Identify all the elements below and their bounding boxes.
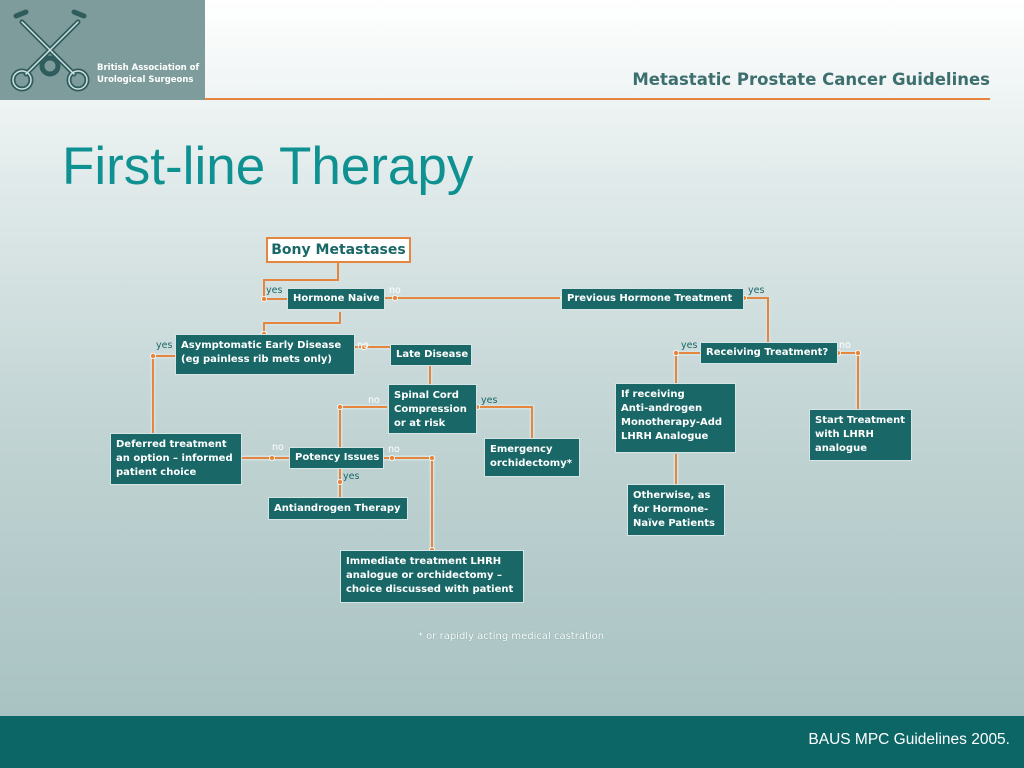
label-yes-hormone-naive: yes <box>266 285 283 296</box>
node-hormone-naive: Hormone Naive <box>287 288 385 310</box>
node-otherwise-line3: Naïve Patients <box>633 518 715 529</box>
footer-band: BAUS MPC Guidelines 2005. <box>0 716 1024 768</box>
crossed-keys-icon <box>10 9 90 92</box>
node-emergency-orchidectomy: Emergency orchidectomy* <box>484 438 580 477</box>
node-start-line3: analogue <box>815 443 867 454</box>
org-name-line2: Urological Surgeons <box>97 75 194 85</box>
label-no-potency: no <box>388 444 400 455</box>
label-no-receiving: no <box>839 340 851 351</box>
node-immediate-line1: Immediate treatment LHRH <box>346 556 502 567</box>
connector-naive-asymptomatic <box>263 312 341 334</box>
label-yes-previous-hormone: yes <box>748 285 765 296</box>
org-name-line1: British Association of <box>97 63 200 73</box>
node-if-receiving-anti-androgen: If receiving Anti-androgen Monotherapy-A… <box>615 383 736 453</box>
node-if-receiving-line2: Anti-androgen <box>621 403 703 414</box>
header-divider <box>205 98 990 100</box>
connector-node <box>268 454 275 461</box>
node-spinal-cord-compression: Spinal Cord Compression or at risk <box>388 384 477 434</box>
node-if-receiving-line4: LHRH Analogue <box>621 431 709 442</box>
label-no-hormone-naive: no <box>389 285 401 296</box>
node-asymptomatic-line1: Asymptomatic Early Disease <box>181 340 342 351</box>
label-no-asymptomatic: no <box>357 340 369 351</box>
connector-node <box>149 352 156 359</box>
node-previous-hormone-text: Previous Hormone Treatment <box>567 293 733 304</box>
label-yes-spinal: yes <box>481 395 498 406</box>
connector-node <box>336 478 343 485</box>
node-if-receiving-line3: Monotherapy-Add <box>621 417 723 428</box>
node-late-disease: Late Disease <box>390 344 472 366</box>
connector-node <box>336 403 343 410</box>
header-logo-block: British Association of Urological Surgeo… <box>0 0 205 100</box>
node-emergency-line1: Emergency <box>490 444 553 455</box>
node-asymptomatic-line2: (eg painless rib mets only) <box>181 354 332 365</box>
node-otherwise-hormone-naive: Otherwise, as for Hormone- Naïve Patient… <box>627 484 725 536</box>
connector-node <box>391 294 398 301</box>
connector-node <box>673 349 680 356</box>
node-start-line2: with LHRH <box>815 429 874 440</box>
connector-node <box>855 349 862 356</box>
footer-text: BAUS MPC Guidelines 2005. <box>808 731 1010 748</box>
connector-receiving-start <box>838 352 859 409</box>
connector-receiving-ifreceiving <box>675 352 703 383</box>
label-no-deferred: no <box>272 442 284 453</box>
connector-node <box>388 454 395 461</box>
label-yes-potency: yes <box>343 471 360 482</box>
node-deferred-line1: Deferred treatment <box>116 439 227 450</box>
node-bony-metastases: Bony Metastases <box>266 237 411 263</box>
node-deferred-treatment: Deferred treatment an option – informed … <box>110 433 242 485</box>
node-start-treatment-lhrh: Start Treatment with LHRH analogue <box>809 409 912 461</box>
node-start-line1: Start Treatment <box>815 415 905 426</box>
node-previous-hormone-treatment: Previous Hormone Treatment <box>561 288 744 310</box>
connector-node <box>360 343 367 350</box>
node-otherwise-line1: Otherwise, as <box>633 490 711 501</box>
node-spinal-line2: Compression <box>394 404 467 415</box>
node-potency-text: Potency Issues <box>295 452 380 463</box>
label-yes-asymptomatic: yes <box>156 340 173 351</box>
node-antiandrogen-therapy: Antiandrogen Therapy <box>268 497 408 520</box>
node-otherwise-line2: for Hormone- <box>633 504 709 515</box>
connector-node <box>428 454 435 461</box>
label-no-spinal: no <box>368 395 380 406</box>
node-asymptomatic-early-disease: Asymptomatic Early Disease (eg painless … <box>175 334 355 375</box>
node-receiving-treatment-text: Receiving Treatment? <box>706 347 829 358</box>
node-if-receiving-line1: If receiving <box>621 389 685 400</box>
node-spinal-line3: or at risk <box>394 418 446 429</box>
node-late-disease-text: Late Disease <box>396 349 469 360</box>
org-name: British Association of Urological Surgeo… <box>97 62 207 86</box>
node-potency-issues: Potency Issues <box>289 447 384 469</box>
node-deferred-line3: patient choice <box>116 467 197 478</box>
node-antiandrogen-text: Antiandrogen Therapy <box>274 502 401 514</box>
node-receiving-treatment: Receiving Treatment? <box>700 342 838 364</box>
node-deferred-line2: an option – informed <box>116 453 233 464</box>
connector-node <box>260 295 267 302</box>
connector-root-hormone-naive <box>263 263 339 300</box>
node-immediate-line3: choice discussed with patient <box>346 584 514 595</box>
slide-title: First-line Therapy <box>62 137 474 196</box>
connector-spinal-emergency <box>477 406 533 438</box>
node-immediate-line2: analogue or orchidectomy – <box>346 570 502 581</box>
document-title: Metastatic Prostate Cancer Guidelines <box>632 70 990 89</box>
connector-previous-receiving <box>744 297 769 345</box>
label-yes-receiving: yes <box>681 340 698 351</box>
node-emergency-line2: orchidectomy* <box>490 458 572 469</box>
footnote: * or rapidly acting medical castration <box>418 631 605 642</box>
node-immediate-treatment: Immediate treatment LHRH analogue or orc… <box>340 550 524 603</box>
connector-spinal-potency <box>339 406 387 448</box>
node-hormone-naive-text: Hormone Naive <box>293 293 380 304</box>
node-spinal-line1: Spinal Cord <box>394 390 459 401</box>
